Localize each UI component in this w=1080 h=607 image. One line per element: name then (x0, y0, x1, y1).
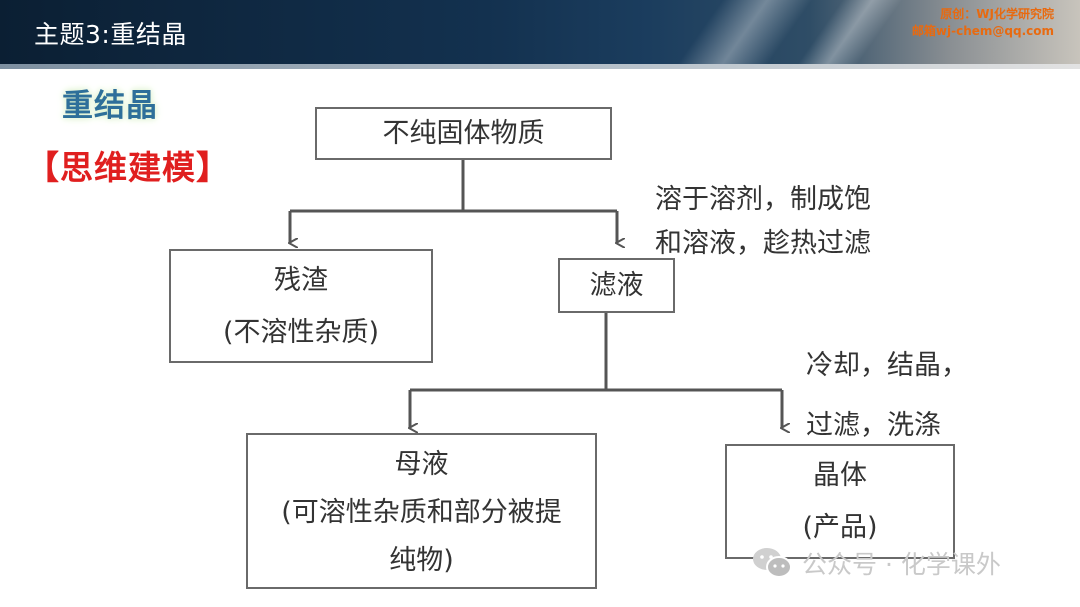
node-label: 母液 (248, 441, 595, 489)
node-sublabel: 纯物) (248, 537, 595, 585)
watermark: 公众号 · 化学课外 (752, 545, 1001, 581)
node-label: 不纯固体物质 (317, 109, 610, 158)
node-label: 残渣 (171, 255, 431, 307)
node-residue: 残渣 (不溶性杂质) (169, 249, 433, 363)
node-crystal: 晶体 (产品) (725, 444, 955, 559)
step-note-crystallize: 冷却，结晶， 过滤，洗涤 (806, 336, 968, 456)
note-line: 溶于溶剂，制成饱 (655, 178, 871, 222)
node-mother-liquor: 母液 (可溶性杂质和部分被提 纯物) (246, 433, 597, 589)
node-sublabel: (不溶性杂质) (171, 307, 431, 359)
node-sublabel: (可溶性杂质和部分被提 (248, 489, 595, 537)
wechat-icon (752, 546, 792, 580)
node-impure-solid: 不纯固体物质 (315, 107, 612, 160)
node-filtrate: 滤液 (558, 258, 675, 313)
watermark-text: 公众号 · 化学课外 (802, 545, 1001, 581)
note-line: 过滤，洗涤 (806, 396, 968, 456)
step-note-dissolve: 溶于溶剂，制成饱 和溶液，趁热过滤 (655, 178, 871, 266)
node-label: 晶体 (727, 450, 953, 502)
note-line: 和溶液，趁热过滤 (655, 222, 871, 266)
node-label: 滤液 (560, 260, 673, 311)
note-line: 冷却，结晶， (806, 336, 968, 396)
